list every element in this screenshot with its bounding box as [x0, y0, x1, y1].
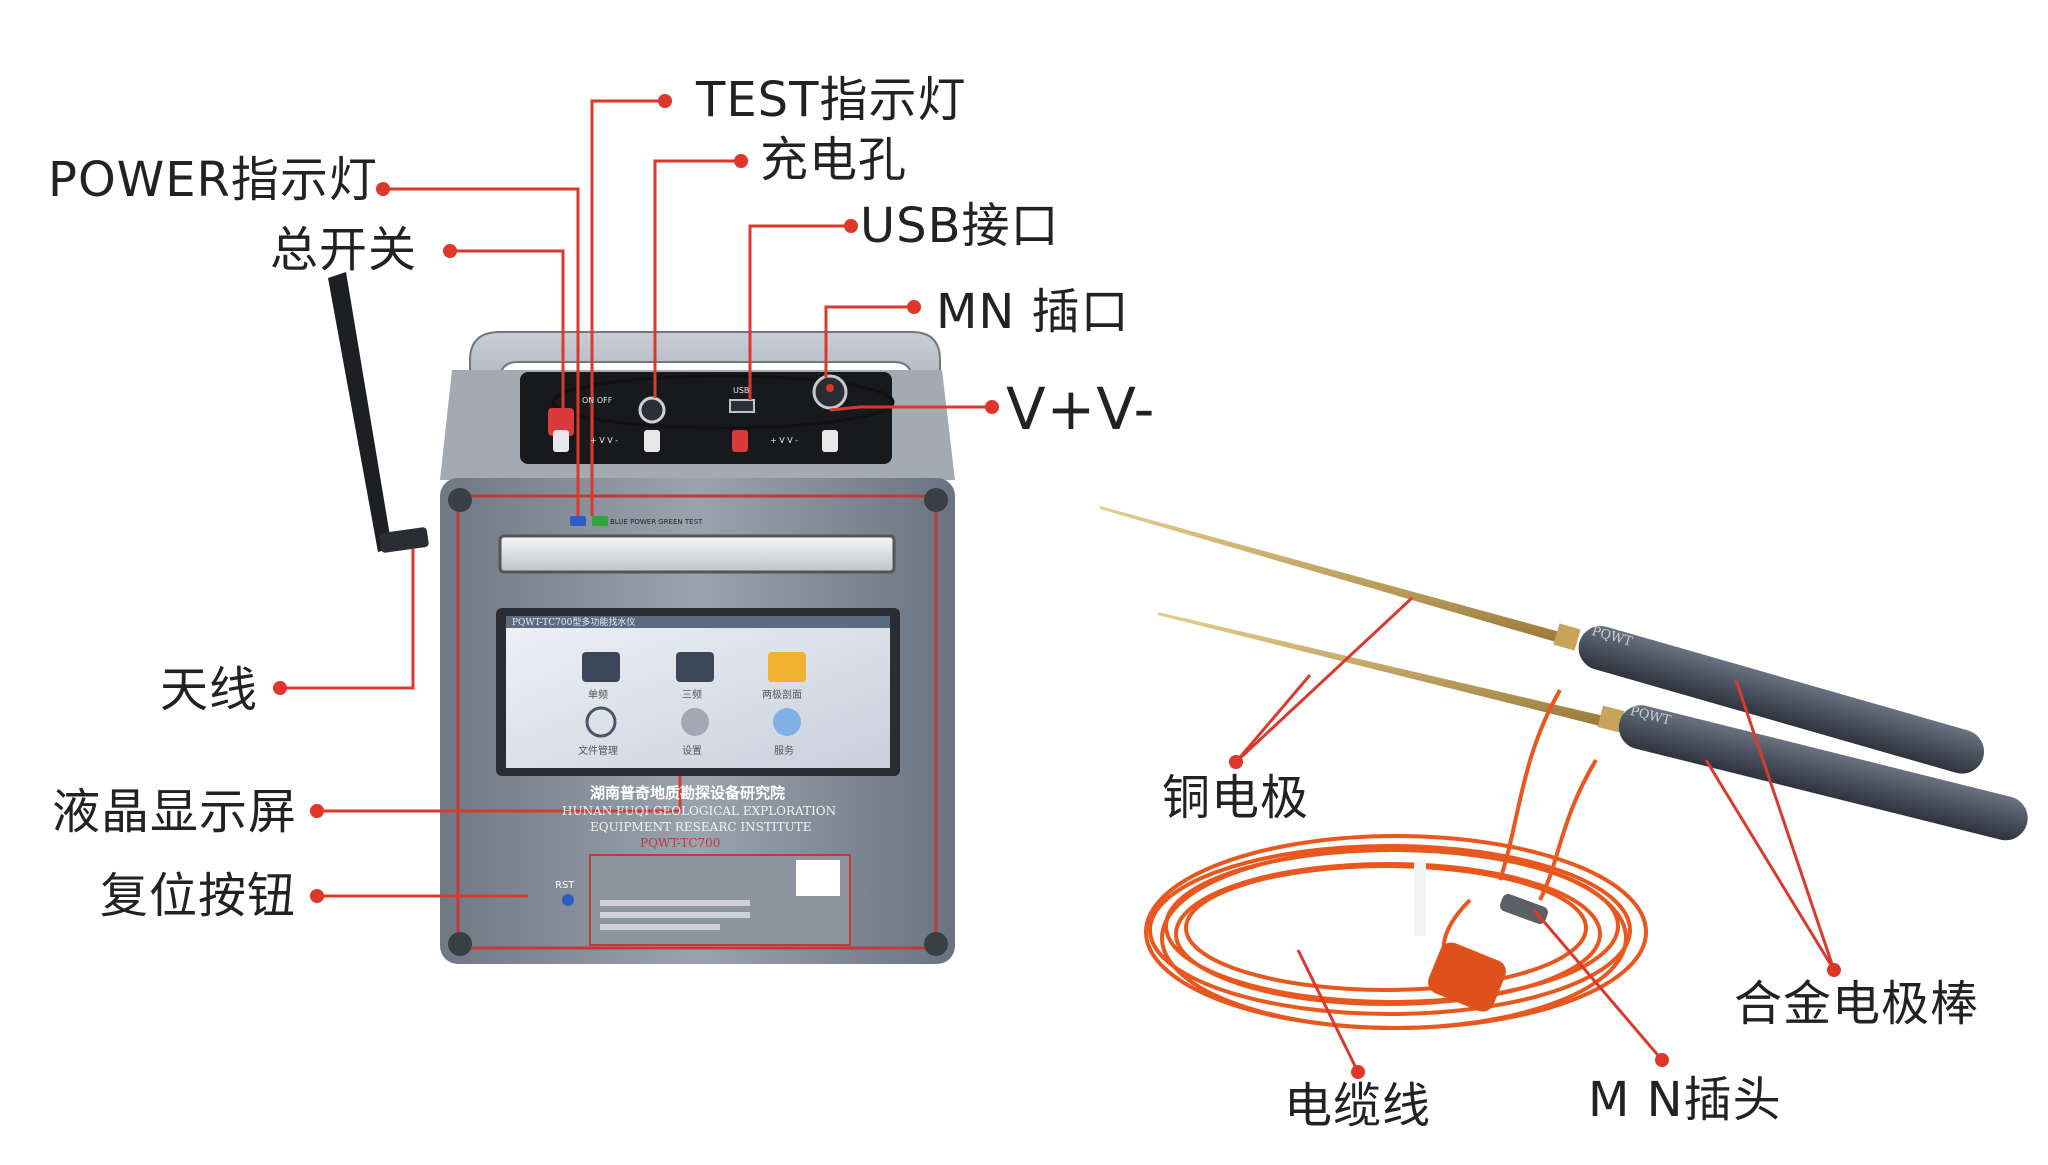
main-switch[interactable]: [548, 408, 574, 436]
panel-vv-right: + V V -: [770, 436, 799, 445]
alloy-rod-lower: [1618, 705, 2028, 841]
maker-cn: 湖南普奇地质勘探设备研究院: [590, 784, 786, 802]
callout-dot-antenna: [273, 681, 287, 695]
antenna: [328, 272, 429, 553]
callout-dot-mn: [907, 300, 921, 314]
menu-icon-single[interactable]: [582, 652, 620, 682]
terminal-v-minus-2[interactable]: [822, 430, 838, 452]
reset-button[interactable]: [562, 894, 574, 906]
terminal-v-minus-1[interactable]: [644, 430, 660, 452]
menu-icon-triple[interactable]: [676, 652, 714, 682]
callout-dot-switch: [443, 244, 457, 258]
menu-label-settings: 设置: [682, 746, 702, 757]
rst-label: RST: [555, 880, 575, 891]
callout-dot-copper: [1229, 755, 1243, 769]
maker-en-1: HUNAN FUQI GEOLOGICAL EXPLORATION: [562, 804, 837, 818]
label-usb-port: USB接口: [860, 198, 1060, 254]
maker-en-2: EQUIPMENT RESEARC INSTITUTE: [590, 820, 812, 834]
label-power-led: POWER指示灯: [48, 152, 378, 208]
menu-label-service: 服务: [774, 746, 794, 757]
label-mn-socket: MN 插口: [936, 284, 1130, 340]
label-lcd-screen: 液晶显示屏: [52, 784, 298, 840]
callout-dot-charge: [734, 154, 748, 168]
label-mn-plug: M N插头: [1588, 1072, 1782, 1128]
light-bar: [498, 534, 896, 574]
callout-dot-lcd: [310, 804, 324, 818]
callout-dot-alloy: [1827, 963, 1841, 977]
label-main-switch: 总开关: [270, 222, 418, 278]
callout-dot-usb: [844, 219, 858, 233]
test-led: [592, 516, 608, 526]
callout-dot-reset: [310, 889, 324, 903]
label-reset-button: 复位按钮: [100, 868, 297, 924]
electrode-upper: [1100, 506, 1985, 774]
label-v-terminals: V+V-: [1006, 375, 1156, 443]
callout-dot-mnplug: [1655, 1053, 1669, 1067]
panel-switch-label: ON OFF: [582, 396, 613, 405]
label-test-led: TEST指示灯: [696, 72, 967, 128]
callout-dot-cable: [1351, 1065, 1365, 1079]
callout-dot-power: [376, 182, 390, 196]
menu-icon-profile[interactable]: [768, 652, 806, 682]
usb-port[interactable]: [729, 399, 755, 413]
label-copper-electrode: 铜电极: [1162, 770, 1310, 826]
menu-label-files: 文件管理: [578, 746, 618, 757]
top-control-panel: [440, 370, 955, 480]
callout-dot-vv: [985, 400, 999, 414]
menu-label-profile: 两极剖面: [762, 690, 802, 701]
lcd-screen: [506, 616, 890, 768]
label-charge-port: 充电孔: [760, 132, 908, 188]
cable-reel-tag: [1428, 942, 1506, 1012]
menu-label-triple: 三频: [682, 690, 702, 701]
panel-usb-label: USB: [733, 386, 750, 395]
led-labels: BLUE POWER GREEN TEST: [610, 518, 703, 526]
power-led: [570, 516, 586, 526]
mn-plug: [1500, 894, 1548, 924]
screen-title: PQWT-TC700型多功能找水仪: [512, 618, 636, 628]
menu-icon-files[interactable]: [585, 706, 617, 738]
device-body: [440, 478, 955, 964]
charge-port[interactable]: [638, 396, 666, 424]
label-alloy-rod: 合金电极棒: [1734, 976, 1980, 1032]
terminal-v-plus-2[interactable]: [732, 430, 748, 452]
model-name: PQWT-TC700: [640, 836, 721, 850]
cable-coil: [1144, 689, 1648, 1030]
callout-lines: [280, 99, 1836, 1073]
menu-icon-service[interactable]: [773, 708, 801, 736]
menu-icon-settings[interactable]: [681, 708, 709, 736]
electrode-lower: [1158, 612, 2028, 841]
callout-dot-test: [658, 94, 672, 108]
label-cable: 电缆线: [1284, 1078, 1432, 1134]
menu-label-single: 单频: [588, 690, 608, 701]
label-antenna: 天线: [160, 662, 259, 718]
terminal-v-plus-1[interactable]: [553, 430, 569, 452]
panel-vv-left: + V V -: [590, 436, 619, 445]
cable-tie: [1414, 860, 1426, 936]
callout-dots: [273, 94, 1841, 1079]
alloy-rod-upper: [1578, 625, 1985, 774]
